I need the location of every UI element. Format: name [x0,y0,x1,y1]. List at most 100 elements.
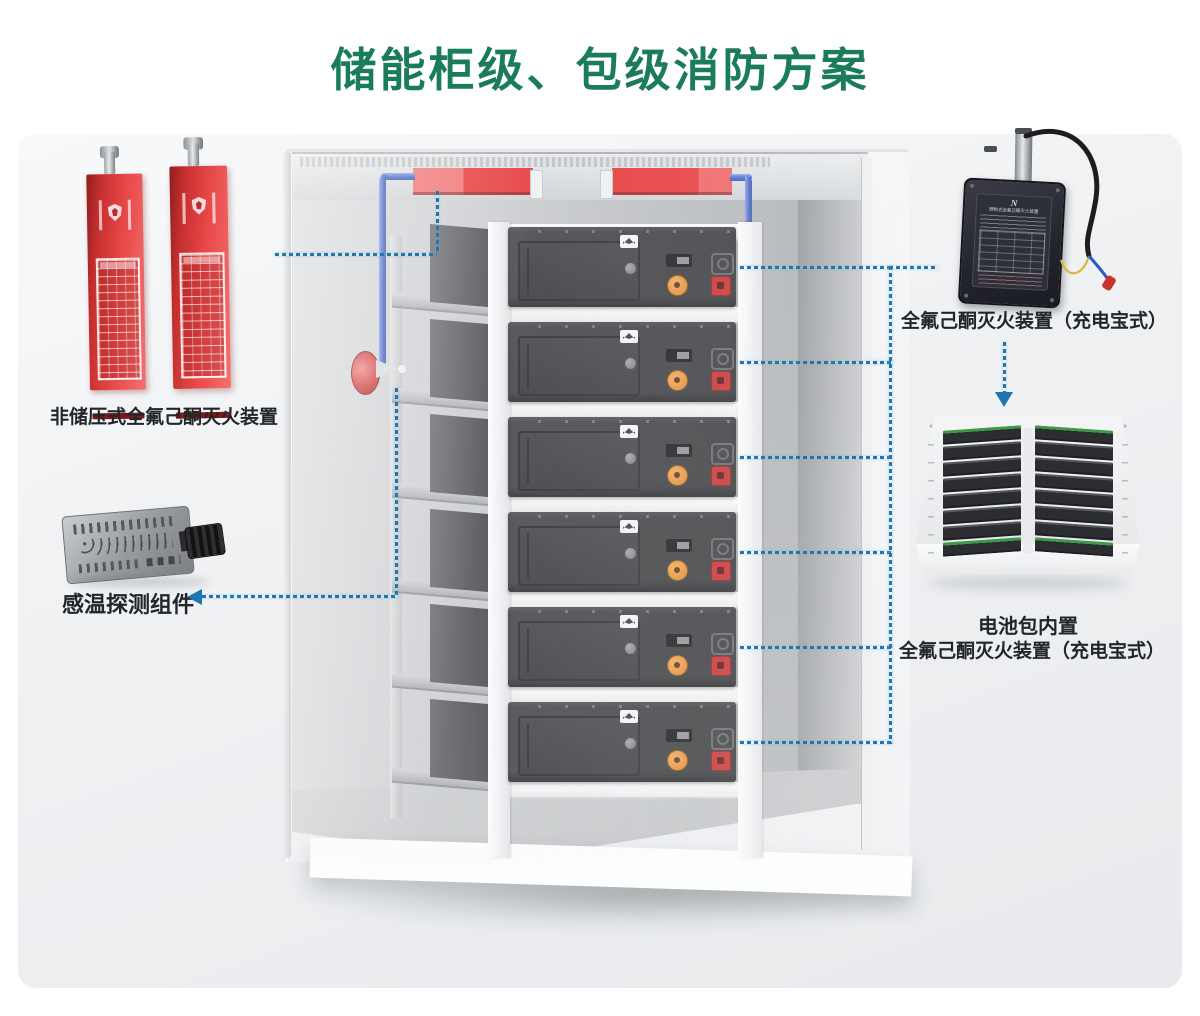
cell-column-left [943,425,1021,557]
callout-line-bus-vertical [889,266,892,744]
pipe-left-horizontal [381,173,415,180]
module-screws [514,230,730,233]
callout-arrow-line-down [1003,342,1006,394]
module-label-tag [620,520,638,533]
cell-column-right [1035,425,1113,557]
pack-screws [1122,420,1128,568]
extinguisher-stem [103,152,116,175]
battery-module [508,607,736,687]
ceiling-grille [300,157,770,167]
module-display [666,444,692,457]
module-recess-panel [518,431,640,491]
sensor-shadow [70,577,210,587]
module-display [666,254,692,267]
battery-module [508,512,736,592]
callout-line-module [740,741,892,744]
sensor-label: 感温探测组件 [61,592,194,617]
module-recess-panel [518,716,640,776]
sensor-vents [73,515,178,535]
module-display [666,349,692,362]
module-label-tag [620,235,638,248]
module-knob [625,453,636,464]
portable-device-label: 全氟己酮灭火装置（充电宝式） [900,311,1167,332]
glass-frame-left [283,152,291,858]
module-connector [711,253,734,275]
callout-line-sensor-horizontal [202,595,398,598]
sensor-body [61,505,195,585]
sensor-leds [146,555,181,567]
emblem-side-text [98,200,103,231]
spec-plate [95,257,142,381]
module-recess-panel [518,526,640,586]
extinguisher-stick [169,137,231,419]
temperature-sensor-unit [61,503,232,587]
callout-line-extinguisher-drop [436,191,439,254]
device-cable [1023,128,1116,291]
cable-red-terminal [1102,275,1116,291]
callout-line-module [740,551,892,554]
emblem-side-text [212,192,216,224]
arrow-left-icon [187,589,202,605]
spec-plate [179,252,227,379]
pack-label-line2: 全氟己酮灭火装置（充电宝式） [898,641,1165,662]
module-knob [625,263,636,274]
module-label-tag [620,710,638,723]
module-orange-port [667,655,688,676]
extinguisher-label: 非储压式全氟己酮灭火装置 [49,407,278,428]
portable-extinguisher-device: N 预制式全氟己酮灭火装置 [956,126,1132,312]
cylinder-cap [1015,128,1032,134]
module-connector [711,633,734,655]
module-knob [625,643,636,654]
module-label-tag [620,330,638,343]
module-orange-port [667,750,688,771]
rack-post-front-left [488,222,510,858]
pipe-left-vertical [379,175,386,365]
module-label-tag [620,425,638,438]
module-recess-panel [518,241,640,301]
bar-bracket [530,170,543,199]
module-red-port [711,751,731,771]
pack-label-line1: 电池包内置 [978,616,1078,638]
glass-frame-top [286,149,908,152]
module-orange-port [667,465,688,486]
module-orange-port [667,370,688,391]
shield-emblem-icon [108,204,122,221]
battery-module [508,702,736,782]
battery-module [508,322,736,402]
battery-module [508,227,736,307]
pack-cells [943,425,1113,557]
module-display [666,634,692,647]
sensor-holes [80,532,174,557]
battery-pack [916,416,1140,602]
extinguisher-stem [187,143,200,167]
module-red-port [711,371,731,391]
rack-post-front-right [738,222,762,858]
module-orange-port [667,560,688,581]
module-red-port [711,276,731,296]
module-connector [711,348,734,370]
ceiling-suppression-bar [612,168,732,195]
module-connector [711,728,734,750]
callout-line-module [740,361,892,364]
callout-line-sensor-vertical [395,388,398,597]
module-display [666,729,692,742]
pack-shadow [928,576,1128,590]
nozzle-tip [398,365,406,373]
module-connector [711,443,734,465]
sensor-connector [183,522,227,560]
rack-beam [488,782,762,799]
module-red-port [711,561,731,581]
pack-screws [928,420,934,568]
pipe-right-horizontal [730,174,752,181]
extinguisher-body [86,173,147,420]
glass-frame-right [861,158,872,850]
bar-bracket [600,170,613,199]
emblem-side-text [127,199,132,230]
cabinet-right-wall [798,152,868,804]
module-display [666,539,692,552]
module-knob [625,548,636,559]
module-screws [514,610,730,613]
battery-module [508,417,736,497]
page-title: 储能柜级、包级消防方案 [330,44,870,96]
